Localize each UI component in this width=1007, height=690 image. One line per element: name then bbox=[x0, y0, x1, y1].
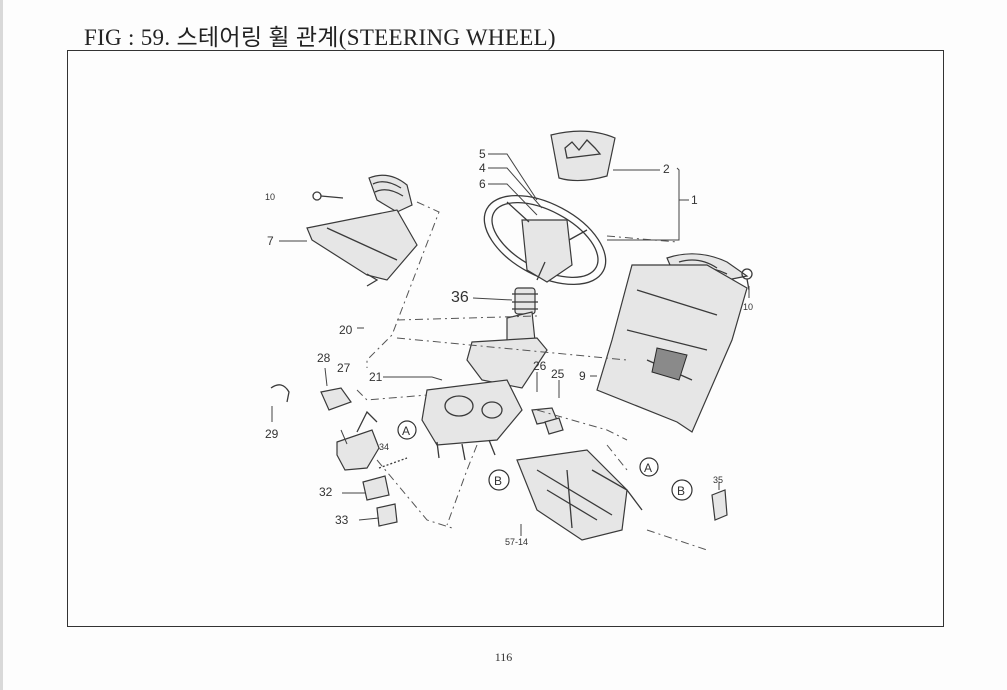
upper-cover-left-part bbox=[306, 174, 418, 287]
callout-10-right: 10 bbox=[743, 302, 753, 312]
marker-b-center: B bbox=[488, 469, 510, 491]
svg-text:B: B bbox=[677, 484, 685, 498]
svg-text:A: A bbox=[644, 461, 652, 475]
reference-markers: A A B B bbox=[397, 420, 693, 501]
horn-pad-part bbox=[550, 130, 616, 182]
callout-10-left: 10 bbox=[265, 192, 275, 202]
leader-lines bbox=[271, 153, 750, 536]
callout-20: 20 bbox=[339, 323, 353, 337]
callout-25: 25 bbox=[551, 367, 565, 381]
combination-switch-part bbox=[270, 384, 408, 527]
scan-edge bbox=[0, 0, 3, 690]
figure-title: FIG : 59. 스테어링 휠 관계(STEERING WHEEL) bbox=[84, 25, 556, 50]
marker-a-left: A bbox=[397, 420, 417, 440]
marker-a-right: A bbox=[639, 457, 659, 477]
callout-2: 2 bbox=[663, 162, 670, 176]
callout-28: 28 bbox=[317, 351, 331, 365]
callout-27: 27 bbox=[337, 361, 351, 375]
callout-1: 1 bbox=[691, 193, 698, 207]
callout-34: 34 bbox=[379, 442, 389, 452]
steering-column-part bbox=[466, 287, 548, 389]
lower-cover-right-part bbox=[596, 253, 749, 433]
turn-signal-cancel-part bbox=[531, 407, 564, 435]
callout-26: 26 bbox=[533, 359, 547, 373]
figure-frame bbox=[67, 50, 944, 627]
callout-5: 5 bbox=[479, 147, 486, 161]
steering-wheel-part bbox=[483, 194, 607, 286]
callout-32: 32 bbox=[319, 485, 333, 499]
callout-4: 4 bbox=[479, 161, 486, 175]
callout-9: 9 bbox=[579, 369, 586, 383]
callouts: 5 4 6 2 1 10 7 10 9 36 20 21 28 27 29 34… bbox=[265, 147, 753, 547]
column-housing-part bbox=[421, 379, 523, 461]
screw-left-part bbox=[312, 191, 344, 201]
steering-wheel-exploded-diagram: 5 4 6 2 1 10 7 10 9 36 20 21 28 27 29 34… bbox=[265, 130, 753, 551]
callout-57-14: 57-14 bbox=[505, 537, 528, 547]
callout-36: 36 bbox=[451, 289, 469, 306]
callout-35: 35 bbox=[713, 475, 723, 485]
callout-21: 21 bbox=[369, 370, 383, 384]
bracket-part-35 bbox=[711, 489, 728, 521]
callout-7: 7 bbox=[267, 234, 274, 248]
marker-b-right: B bbox=[671, 479, 693, 501]
reference-lines bbox=[356, 201, 708, 551]
svg-text:B: B bbox=[494, 474, 502, 488]
callout-6: 6 bbox=[479, 177, 486, 191]
callout-33: 33 bbox=[335, 513, 349, 527]
lower-shaft-part bbox=[516, 449, 643, 541]
callout-29: 29 bbox=[265, 427, 279, 441]
svg-text:A: A bbox=[402, 424, 410, 438]
page-number: 116 bbox=[494, 650, 513, 664]
